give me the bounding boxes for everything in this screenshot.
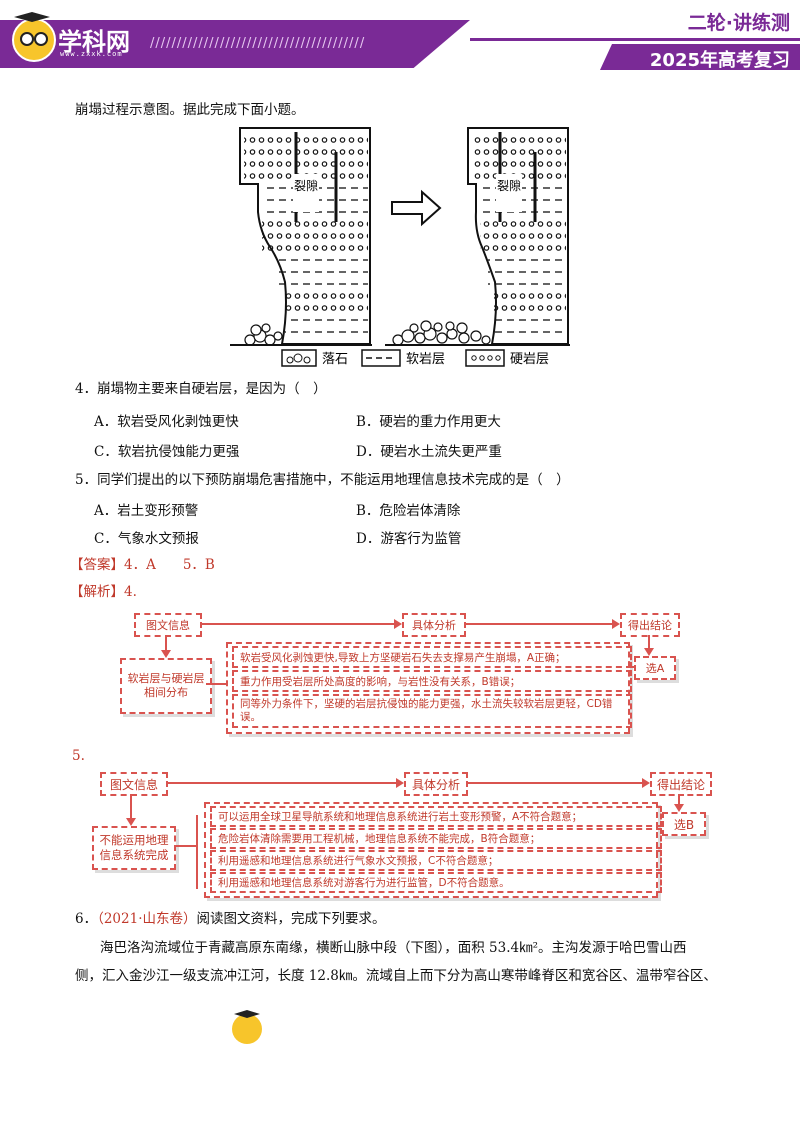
flow4-header-conclusion: 得出结论	[620, 613, 680, 637]
question-6-heading: 6．（2021·山东卷）阅读图文资料，完成下列要求。	[75, 909, 386, 929]
series-title: 二轮·讲练测	[687, 12, 790, 34]
legend-label-hard-rock: 硬岩层	[510, 352, 549, 367]
q5-option-a: A．岩土变形预警	[94, 503, 199, 519]
q4-option-c: C．软岩抗侵蚀能力更强	[94, 444, 240, 460]
rockfall-pile-before	[244, 323, 283, 346]
crack-label-after: 裂隙	[497, 179, 521, 193]
flow5-row-c: 利用遥感和地理信息系统进行气象水文预报，C不符合题意；	[210, 850, 662, 871]
flow4-result: 选A	[634, 656, 676, 680]
flow4-left-box: 软岩层与硬岩层相间分布	[120, 658, 212, 714]
crack-label-before: 裂隙	[294, 179, 318, 193]
answer-label: 【答案】	[70, 557, 124, 573]
analysis-q4-label: 4.	[124, 584, 137, 600]
flow4-analysis-container	[226, 642, 630, 734]
exam-year-title: 2025年高考复习	[649, 50, 790, 71]
flow5-row-a: 可以运用全球卫星导航系统和地理信息系统进行岩土变形预警，A不符合题意；	[210, 806, 662, 827]
header-divider	[470, 38, 800, 41]
flow4-header-info: 图文信息	[134, 613, 202, 637]
question-4-stem: 4．崩塌物主要来自硬岩层，是因为（ ）	[75, 381, 327, 397]
legend-label-soft-rock: 软岩层	[406, 352, 445, 367]
flow4-row-a: 软岩受风化剥蚀更快,导致上方坚硬岩石失去支撑易产生崩塌，A正确；	[232, 646, 632, 668]
logo-text: 学科网	[58, 28, 130, 56]
flow5-row-b: 危险岩体清除需要用工程机械，地理信息系统不能完成，B符合题意；	[210, 828, 662, 849]
dotted-circle-pattern-icon	[465, 349, 505, 367]
q6-instruction: 阅读图文资料，完成下列要求。	[196, 911, 386, 927]
q4-option-a: A．软岩受风化剥蚀更快	[94, 414, 239, 430]
header-right-bar	[600, 44, 800, 70]
answer-text: 4．A 5．B	[124, 557, 215, 573]
header-stripes: ////////////////////////////////////////	[150, 36, 366, 50]
q6-number: 6．	[75, 911, 98, 927]
q4-option-b: B．硬岩的重力作用更大	[356, 414, 501, 430]
q5-option-d: D．游客行为监管	[356, 531, 462, 547]
flow4-row-cd: 同等外力条件下，坚硬的岩层抗侵蚀的能力更强，水土流失较软岩层更轻，CD错误。	[232, 694, 632, 728]
flow5-result: 选B	[662, 812, 706, 836]
rockfall-pile-after	[392, 320, 491, 346]
process-arrow-icon	[391, 189, 442, 227]
flow4-row-b: 重力作用受岩层所处高度的影响，与岩性没有关系，B错误；	[232, 670, 632, 692]
mascot-watermark-icon	[232, 1014, 262, 1044]
cliff-after: 裂隙	[385, 127, 570, 346]
analysis-q5-label: 5.	[72, 748, 85, 764]
flow5-header-analysis: 具体分析	[404, 772, 468, 796]
analysis-block: 【解析】4.	[70, 582, 137, 602]
legend-label-rockfall: 落石	[322, 352, 348, 367]
q6-source: （2021·山东卷）	[97, 911, 197, 927]
q6-paragraph-line-1: 海巴洛沟流域位于青藏高原东南缘，横断山脉中段（下图），面积 53.4㎞²。主沟发…	[100, 940, 687, 956]
analysis-label: 【解析】	[70, 584, 124, 600]
figure-legend: 落石 软岩层 硬岩层	[281, 349, 549, 367]
logo-url: www.zxxk.com	[60, 50, 123, 58]
q4-option-d: D．硬岩水土流失更严重	[356, 444, 502, 460]
flow4-header-analysis: 具体分析	[402, 613, 466, 637]
intro-text: 崩塌过程示意图。据此完成下面小题。	[75, 102, 305, 118]
question-5-stem: 5．同学们提出的以下预防崩塌危害措施中，不能运用地理信息技术完成的是（ ）	[75, 472, 570, 488]
q5-option-c: C．气象水文预报	[94, 531, 199, 547]
cliff-before: 裂隙	[230, 127, 372, 346]
glasses-icon-right	[34, 32, 48, 46]
header-banner	[0, 20, 470, 68]
q5-option-b: B．危险岩体清除	[356, 503, 461, 519]
graduation-cap-icon	[14, 12, 50, 22]
flow5-header-conclusion: 得出结论	[650, 772, 712, 796]
flow5-header-info: 图文信息	[100, 772, 168, 796]
q6-paragraph-line-2: 侧，汇入金沙江一级支流冲江河，长度 12.8㎞。流域自上而下分为高山寒带峰脊区和…	[75, 968, 717, 984]
mascot-cap-icon	[234, 1010, 260, 1018]
rockfall-pattern-icon	[281, 349, 317, 367]
glasses-icon	[20, 32, 34, 46]
answer-block: 【答案】4．A 5．B	[70, 555, 215, 575]
collapse-process-figure: 裂隙 裂隙 落石 软岩层	[230, 127, 570, 367]
flow5-row-d: 利用遥感和地理信息系统对游客行为进行监管，D不符合题意。	[210, 872, 662, 893]
flow5-left-box: 不能运用地理信息系统完成	[92, 826, 176, 870]
